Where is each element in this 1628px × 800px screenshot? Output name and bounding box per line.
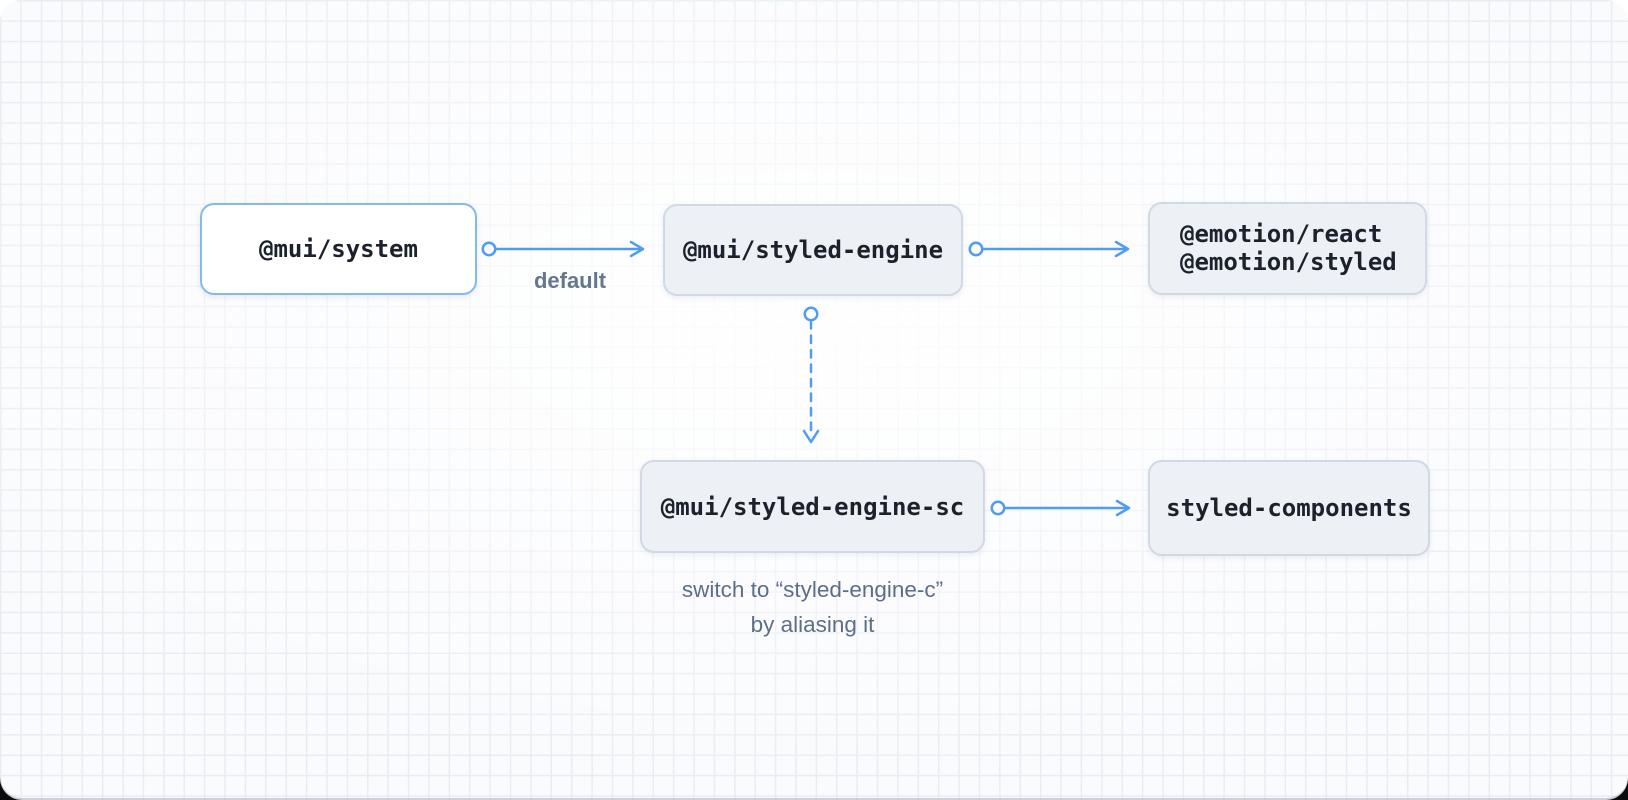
arrow-styled-engine-sc-to-styled-components [990, 499, 1131, 517]
arrow-styled-engine-to-styled-engine-sc-dashed [802, 306, 820, 444]
arrowhead-icon [1114, 240, 1130, 258]
alias-caption-line2: by aliasing it [750, 612, 875, 637]
node-mui-system: @mui/system [200, 203, 477, 295]
arrow-system-to-styled-engine [481, 240, 645, 258]
node-mui-styled-engine: @mui/styled-engine [663, 204, 963, 296]
arrowhead-icon [629, 240, 645, 258]
alias-caption-line1: switch to “styled-engine-c” [681, 577, 944, 602]
node-emotion-line2: @emotion/styled [1180, 247, 1397, 276]
edge-label-default: default [533, 268, 607, 293]
arrow-styled-engine-to-emotion [968, 240, 1130, 258]
node-emotion-line1: @emotion/react [1180, 220, 1383, 248]
node-emotion-packages: @emotion/react @emotion/styled [1148, 202, 1427, 295]
arrowhead-icon [802, 429, 820, 444]
node-mui-styled-engine-sc: @mui/styled-engine-sc [640, 460, 985, 553]
edge-start-circle-icon [803, 306, 819, 322]
edge-start-circle-icon [481, 241, 497, 257]
edge-start-circle-icon [990, 500, 1006, 516]
node-styled-components: styled-components [1148, 460, 1430, 556]
arrowhead-icon [1115, 499, 1131, 517]
alias-caption: switch to “styled-engine-c” by aliasing … [592, 572, 1033, 642]
edge-start-circle-icon [968, 241, 984, 257]
